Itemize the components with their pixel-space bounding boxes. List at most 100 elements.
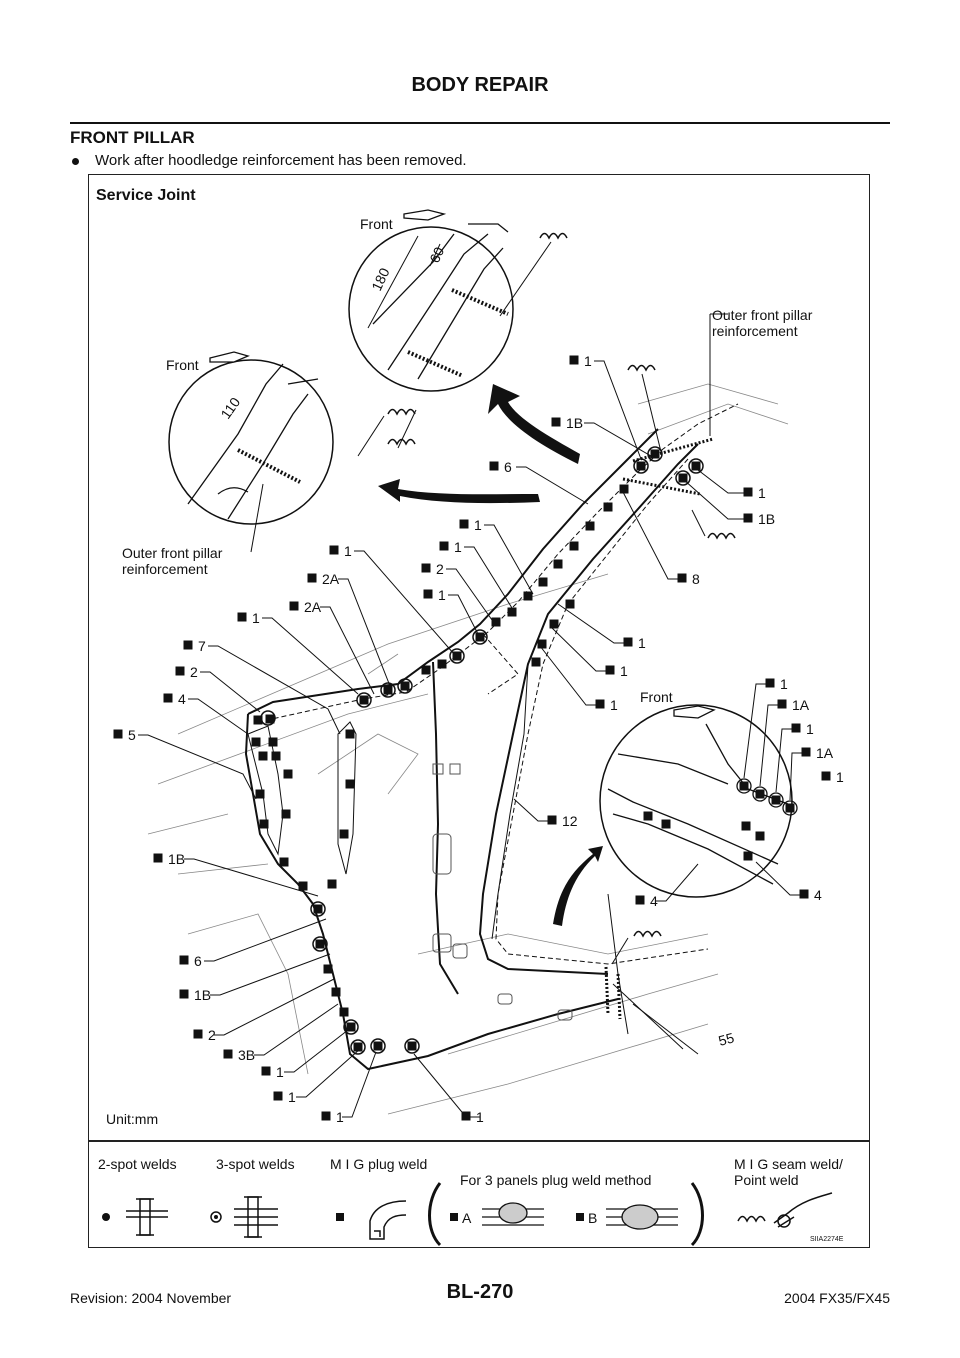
svg-text:6: 6 xyxy=(194,953,202,969)
callout-1-2A-group-a: 1 xyxy=(329,543,352,559)
callout-2A-b: 2A xyxy=(289,599,322,615)
callout-2-left: 2 xyxy=(175,664,198,680)
svg-text:4: 4 xyxy=(814,887,822,903)
plug-b-square-icon xyxy=(576,1213,584,1221)
mig-plug-torch-icon xyxy=(369,1200,407,1240)
svg-text:6: 6 xyxy=(504,459,512,475)
callout-4-bottom-right: 4 xyxy=(799,887,822,903)
instruction-text: Work after hoodledge reinforcement has b… xyxy=(95,152,467,169)
callout-2-lower: 2 xyxy=(193,1027,216,1043)
plug-method-a-icon xyxy=(482,1202,544,1226)
outer-reinf-left-line1: Outer front pillar xyxy=(122,545,223,561)
legend-mig-seam-line1: M I G seam weld/ xyxy=(734,1156,843,1172)
mig-plug-square-icon xyxy=(336,1213,344,1221)
svg-text:1: 1 xyxy=(780,676,788,692)
cut-line-rocker xyxy=(604,966,622,1020)
svg-text:2A: 2A xyxy=(304,599,322,615)
weld-symbol-legend: 2-spot welds 3-spot welds M I G plug wel… xyxy=(98,1156,844,1247)
svg-text:1: 1 xyxy=(620,663,628,679)
panel-holes xyxy=(432,763,573,1021)
svg-text:4: 4 xyxy=(178,691,186,707)
front-label-top: Front xyxy=(360,216,393,232)
two-spot-weld-icon xyxy=(126,1198,168,1236)
callout-1-d3-a: 1 xyxy=(765,676,788,692)
callout-5: 5 xyxy=(113,727,136,743)
front-arrow-left-icon xyxy=(209,351,250,363)
footer-page-number: BL-270 xyxy=(446,1281,514,1303)
legend-mig-seam-line2: Point weld xyxy=(734,1172,799,1188)
legend-mig-plug-label: M I G plug weld xyxy=(330,1156,427,1172)
outer-reinf-right-line1: Outer front pillar xyxy=(712,307,813,323)
callout-1-right-top: 1 xyxy=(743,485,766,501)
svg-text:3B: 3B xyxy=(238,1047,255,1063)
callout-1-right-b: 1 xyxy=(605,663,628,679)
plug-a-square-icon xyxy=(450,1213,458,1221)
bullet-dot-icon xyxy=(72,157,79,165)
callout-1B-left: 1B xyxy=(153,851,185,867)
svg-text:1: 1 xyxy=(288,1089,296,1105)
svg-text:2: 2 xyxy=(208,1027,216,1043)
svg-text:1A: 1A xyxy=(816,745,834,761)
pillar-dashed-lines xyxy=(257,403,739,965)
detail-left-contents xyxy=(187,363,319,520)
callout-1A-d3-a: 1A xyxy=(777,697,810,713)
svg-text:2: 2 xyxy=(436,561,444,577)
callout-1-mid-a: 1 xyxy=(459,517,482,533)
page-header-title: BODY REPAIR xyxy=(411,74,549,96)
callout-7: 7 xyxy=(183,638,206,654)
svg-text:1A: 1A xyxy=(792,697,810,713)
callout-1-mid-b: 1 xyxy=(439,539,462,555)
detail-top-contents xyxy=(372,223,509,380)
outer-reinf-right-line2: reinforcement xyxy=(712,323,798,339)
callout-4-bottom-left: 4 xyxy=(635,893,658,909)
callout-1-d3-c: 1 xyxy=(821,769,844,785)
dim-60-label: 60 xyxy=(426,244,447,265)
svg-text:1B: 1B xyxy=(168,851,185,867)
dim-55-label: 55 xyxy=(717,1029,736,1049)
callout-1-lower-b: 1 xyxy=(273,1089,296,1105)
legend-separator xyxy=(88,1140,870,1142)
svg-text:1: 1 xyxy=(758,485,766,501)
callout-2A-a: 2A xyxy=(307,571,340,587)
svg-text:1: 1 xyxy=(610,697,618,713)
mig-seam-weld-icon xyxy=(737,1192,833,1228)
svg-text:1: 1 xyxy=(438,587,446,603)
figure-code: SIIA2274E xyxy=(810,1236,844,1243)
svg-text:2: 2 xyxy=(190,664,198,680)
callout-1B-right: 1B xyxy=(743,511,775,527)
svg-text:8: 8 xyxy=(692,571,700,587)
callout-4-left: 4 xyxy=(163,691,186,707)
three-spot-weld-icon xyxy=(234,1196,278,1238)
service-joint-diagram: Service Joint Unit:mm xyxy=(96,187,844,1127)
callout-1B-lower: 1B xyxy=(179,987,211,1003)
svg-text:1: 1 xyxy=(454,539,462,555)
svg-text:1B: 1B xyxy=(566,415,583,431)
callout-2-mid: 2 xyxy=(421,561,444,577)
plug-method-b-icon xyxy=(606,1204,678,1230)
leader-lines xyxy=(138,360,802,1118)
three-spot-ring-icon xyxy=(210,1211,222,1223)
body-background-lines xyxy=(147,383,789,1115)
callout-1-d3-b: 1 xyxy=(791,721,814,737)
detail-right-welds xyxy=(643,778,798,861)
header-rule xyxy=(70,122,890,124)
callout-6-left: 6 xyxy=(179,953,202,969)
svg-text:1: 1 xyxy=(344,543,352,559)
section-title: FRONT PILLAR xyxy=(70,128,195,147)
svg-text:5: 5 xyxy=(128,727,136,743)
callout-1-mid-c: 1 xyxy=(423,587,446,603)
svg-text:1B: 1B xyxy=(758,511,775,527)
footer-model: 2004 FX35/FX45 xyxy=(784,1290,890,1306)
svg-text:1: 1 xyxy=(474,517,482,533)
legend-three-spot-label: 3-spot welds xyxy=(216,1156,295,1172)
legend-three-panels-label: For 3 panels plug weld method xyxy=(460,1172,651,1188)
callout-6-upper: 6 xyxy=(489,459,512,475)
legend-two-spot-label: 2-spot welds xyxy=(98,1156,177,1172)
callout-1-right-c: 1 xyxy=(595,697,618,713)
footer-revision: Revision: 2004 November xyxy=(70,1290,232,1306)
callout-3B: 3B xyxy=(223,1047,255,1063)
cut-line-top xyxy=(622,437,714,496)
svg-text:1: 1 xyxy=(584,353,592,369)
front-label-right: Front xyxy=(640,689,673,705)
legend-paren-right xyxy=(690,1182,704,1247)
